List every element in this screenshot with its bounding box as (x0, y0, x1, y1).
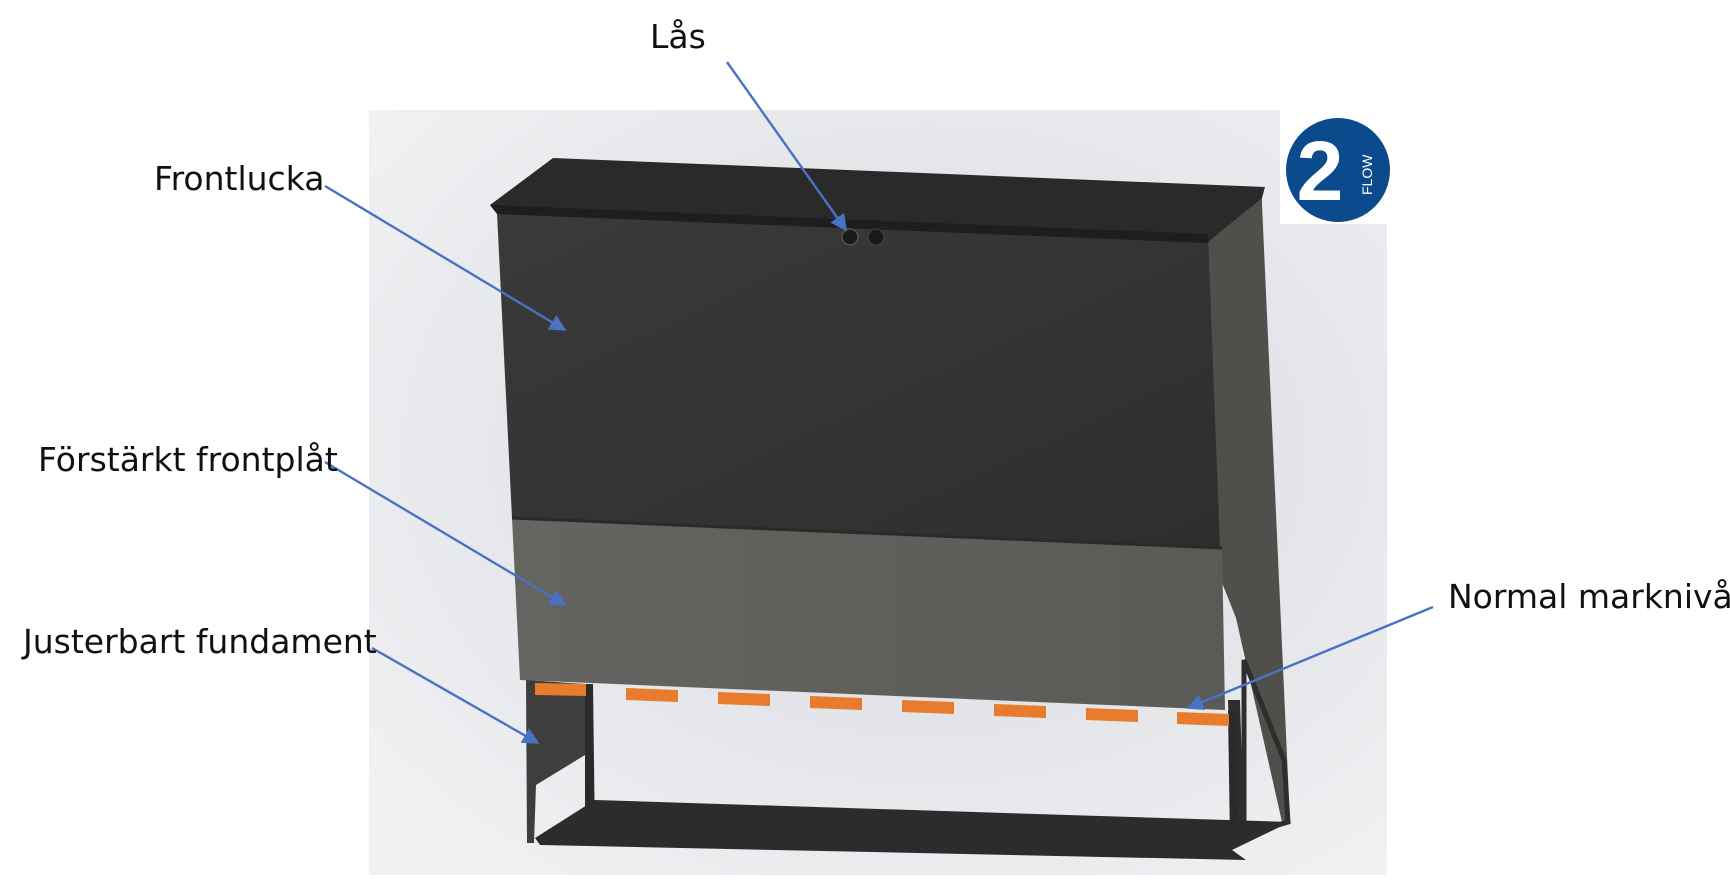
arrow-normal-markniva (1186, 605, 1434, 711)
arrow-forstarkt-frontplat (324, 460, 567, 607)
ground-marker (626, 688, 678, 702)
ground-marker (810, 696, 862, 710)
logo-word: FLOW (1359, 154, 1375, 195)
cabinet-side-panel (1205, 196, 1290, 822)
cabinet-front-door (497, 213, 1220, 548)
ground-marker (994, 704, 1046, 718)
arrow-justerbart-fundament (371, 646, 540, 745)
arrow-las (726, 61, 847, 232)
foundation-right-leg (1228, 710, 1238, 840)
label-frontlucka: Frontlucka (154, 159, 325, 198)
foundation-left-panel (526, 680, 585, 843)
foundation-base (535, 800, 1290, 860)
logo-digit: 2 (1297, 124, 1344, 218)
ground-level-markers (535, 683, 1229, 726)
cabinet-top-lid-edge (490, 205, 1208, 243)
lock-cylinder (841, 228, 859, 246)
ground-marker (535, 683, 586, 696)
lock-cylinder-2 (867, 228, 885, 246)
cabinet-top-lid (490, 158, 1265, 242)
logo-circle (1286, 118, 1390, 222)
ground-marker (1086, 708, 1138, 722)
arrow-frontlucka (324, 184, 567, 332)
ground-marker (902, 700, 954, 714)
label-las: Lås (650, 17, 706, 56)
label-justerbart-fundament: Justerbart fundament (23, 622, 377, 661)
label-forstarkt-frontplat: Förstärkt frontplåt (38, 440, 338, 479)
reinforced-front-plate (512, 518, 1225, 710)
plate-top-seam (511, 516, 1223, 550)
label-normal-markniva: Normal marknivå (1448, 577, 1730, 616)
ground-marker (718, 692, 770, 706)
ground-marker (1177, 712, 1229, 726)
